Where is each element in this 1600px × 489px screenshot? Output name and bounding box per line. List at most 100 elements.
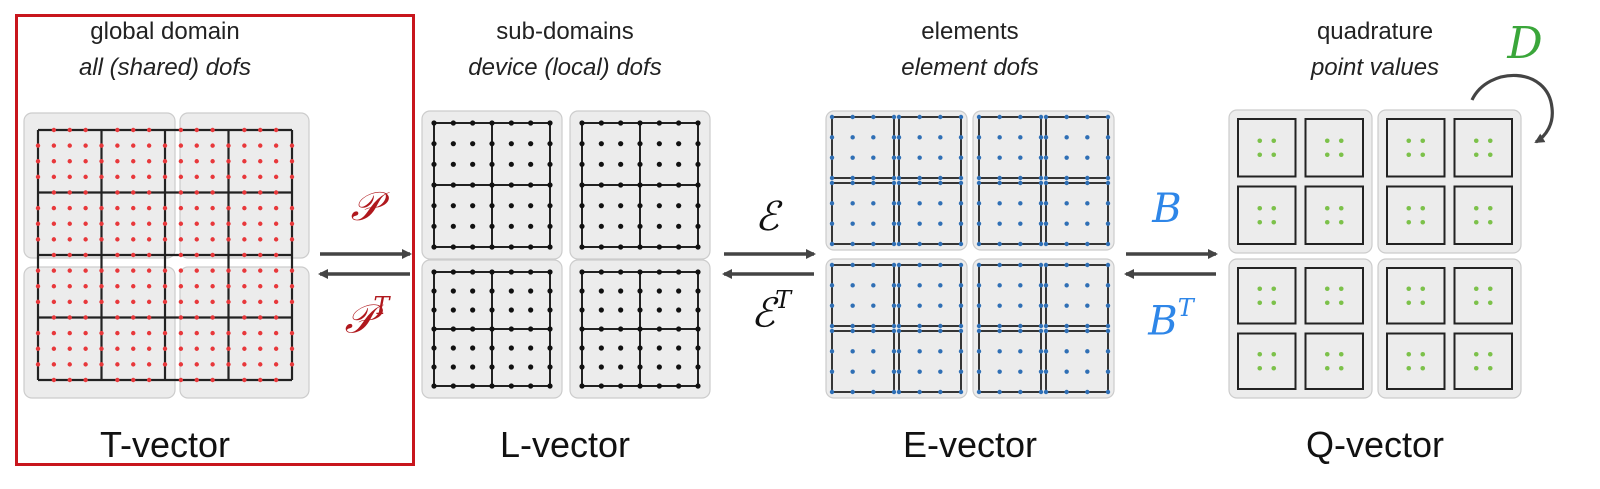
t-dof-dot [273,362,279,367]
q-panel [1228,258,1373,399]
l-dof-dot [598,244,604,250]
l-dof-dot [547,383,553,389]
t-dof-dot [51,159,57,164]
e-dof-dot [997,135,1002,140]
e-element-box [898,264,962,327]
t-dof-dot [35,143,41,148]
q-point-dot [1406,365,1412,371]
e-dof-dot [1018,262,1023,268]
e-dof-dot [938,221,943,226]
l-dof-dot [656,161,662,167]
l-dof-dot [618,345,624,351]
t-dof-dot [67,268,72,273]
t-dof-dot [242,315,247,320]
e-dof-dot [1018,135,1023,140]
l-dof-dot [676,182,682,188]
t-dof-dot [131,237,136,242]
e-dof-dot [938,283,943,288]
e-dof-dot [976,283,982,288]
l-dof-dot [695,141,701,147]
t-dof-dot [258,315,263,320]
l-dof-dot [450,269,456,275]
q-point-dot [1406,351,1412,357]
l-dof-dot [450,161,456,167]
e-dof-dot [976,201,982,206]
q-element-box [1237,267,1297,325]
e-dof-dot [958,114,964,120]
e-dof-dot [850,283,855,288]
q-panel [1377,258,1522,399]
l-dof-dot [695,223,701,229]
e-dof-dot [997,349,1002,354]
e-dof-dot [938,323,943,329]
q-point-dot [1271,365,1277,371]
l-dof-dot [618,364,624,370]
e-element-box [831,264,895,327]
e-dof-dot [997,155,1002,160]
e-dof-dot [1043,349,1049,354]
l-dof-dot [489,364,495,370]
t-dof-dot [83,330,88,336]
t-dof-dot [35,330,41,336]
t-dof-dot [99,205,104,211]
e-dof-dot [1085,135,1090,140]
e-dof-dot [997,221,1002,226]
e-dof-dot [997,323,1002,329]
q-column-title: quadrature [1316,18,1434,45]
e-column-title: elements [921,18,1019,45]
t-dof-dot [242,159,247,164]
t-dof-dot [67,362,72,367]
t-dof-dot [83,159,88,164]
operator-e-transpose-symbol: ℰ [750,290,776,337]
q-point-dot [1406,300,1412,306]
q-point-dot [1473,219,1479,225]
t-dof-dot [35,362,41,367]
e-dof-dot [1043,155,1049,160]
e-dof-dot [1043,369,1049,374]
l-dof-dot [598,141,604,147]
t-dof-dot [210,315,215,320]
t-dof-dot [131,143,136,148]
e-dof-dot [1018,114,1023,120]
t-dof-dot [242,205,247,211]
t-dof-dot [115,377,120,383]
l-dof-dot [579,307,585,313]
e-dof-dot [976,155,982,160]
l-dof-dot [598,182,604,188]
l-dof-dot [579,383,585,389]
t-dof-dot [131,315,136,320]
e-dof-dot [1043,175,1049,181]
t-dof-dot [258,174,263,180]
t-dof-dot [146,315,152,320]
q-point-dot [1257,300,1263,306]
l-dof-dot [508,244,514,250]
t-dof-dot [83,205,88,211]
e-dof-dot [850,369,855,374]
l-dof-dot [470,383,476,389]
l-dof-dot [598,161,604,167]
l-dof-dot [695,345,701,351]
q-point-dot [1487,219,1493,225]
t-dof-dot [51,330,57,336]
q-point-dot [1473,138,1479,144]
e-dof-dot [1064,241,1069,247]
q-point-dot [1324,138,1330,144]
l-dof-dot [470,120,476,126]
l-dof-dot [695,383,701,389]
e-dof-dot [1085,262,1090,268]
e-dof-dot [871,369,876,374]
operator-b-forward: B [1132,186,1202,232]
l-dof-dot [508,345,514,351]
e-dof-dot [1064,328,1069,334]
e-dof-dot [938,180,943,186]
t-dof-dot [242,252,247,258]
t-dof-dot [35,221,41,226]
t-dof-dot [210,346,215,351]
e-dof-dot [958,303,964,308]
q-vector-label: Q-vector [1305,424,1445,465]
e-dof-dot [938,349,943,354]
e-dof-dot [938,135,943,140]
q-point-dot [1487,365,1493,371]
t-dof-dot [67,346,72,351]
t-dof-dot [35,268,41,273]
